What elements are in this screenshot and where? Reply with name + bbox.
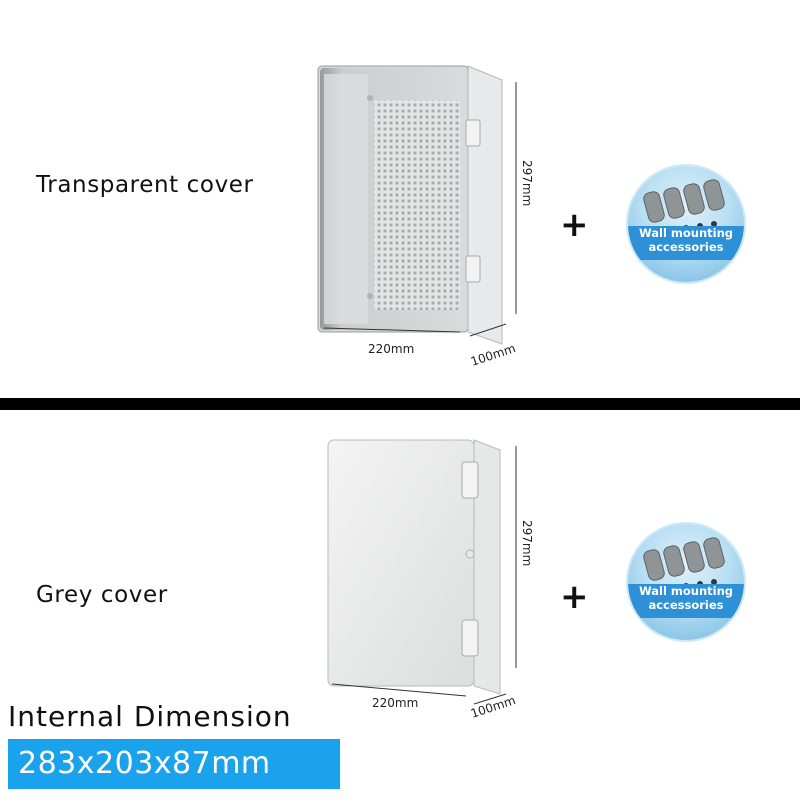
wall-mounting-accessories-image: Wall mounting accessories (628, 524, 744, 640)
transparent-cover-section: Transparent cover (0, 0, 800, 398)
accessory-text-line1: Wall mounting (638, 584, 734, 598)
transparent-enclosure-image (317, 65, 517, 345)
internal-dimension-title: Internal Dimension (8, 700, 292, 733)
grey-width-dimension: 220mm (372, 696, 419, 710)
internal-dimension-value: 283x203x87mm (18, 746, 271, 781)
grey-height-dimension: 297mm (520, 520, 534, 567)
internal-dimension-box (8, 739, 340, 789)
grey-cover-section: Grey cover 297mm 220mm 100mm + (0, 410, 800, 800)
grey-cover-label: Grey cover (36, 582, 168, 608)
wall-mounting-accessories-image: Wall mounting accessories (628, 166, 744, 282)
transparent-height-dimension: 297mm (520, 160, 534, 207)
plus-sign: + (560, 577, 589, 617)
section-divider (0, 398, 800, 410)
grey-enclosure-image (327, 439, 517, 705)
transparent-width-dimension: 220mm (368, 342, 415, 356)
accessory-banner (628, 584, 744, 618)
plus-sign: + (560, 205, 589, 245)
accessory-text-line2: accessories (648, 240, 724, 254)
accessory-text-line2: accessories (648, 598, 724, 612)
accessory-banner (628, 226, 744, 260)
transparent-cover-label: Transparent cover (36, 172, 254, 198)
accessory-text-line1: Wall mounting (638, 226, 734, 240)
